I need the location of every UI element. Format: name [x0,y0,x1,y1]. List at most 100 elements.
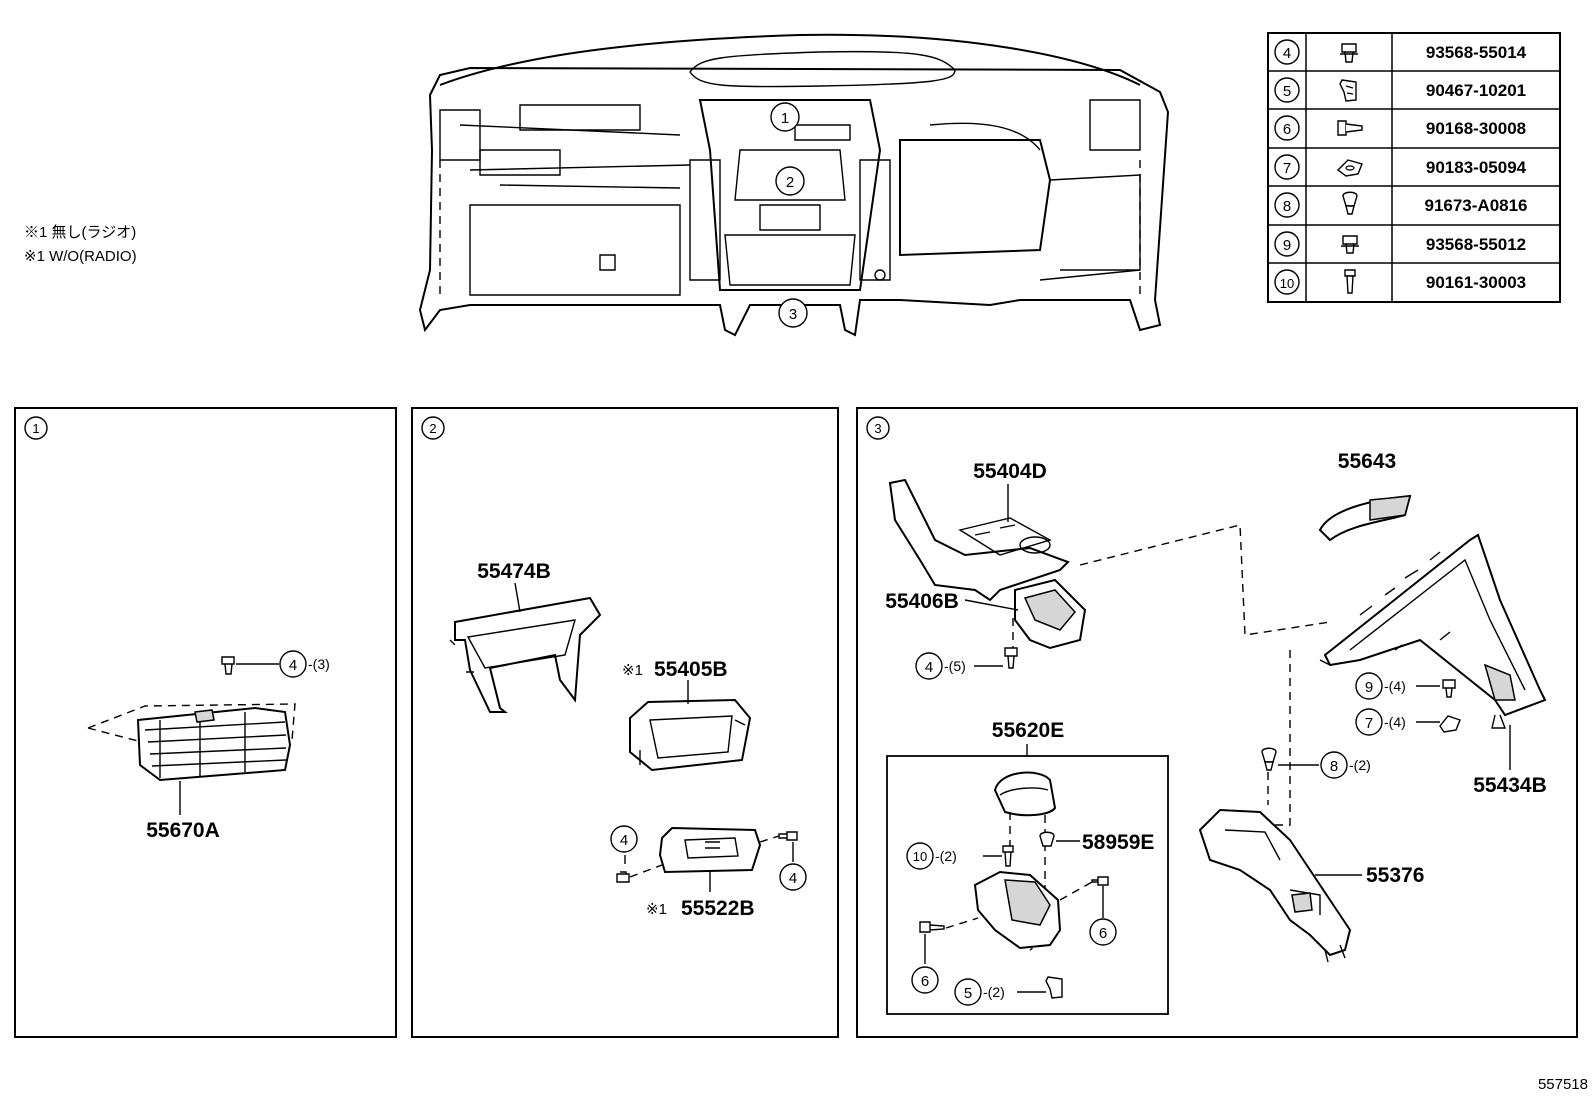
part-label-55406B: 55406B [885,590,959,613]
svg-text:9: 9 [1283,237,1291,254]
note-en: ※1 W/O(RADIO) [24,248,137,265]
svg-text:2: 2 [429,421,436,436]
svg-text:3: 3 [874,421,881,436]
callout-4: 4 [915,652,943,680]
svg-text:6: 6 [1099,925,1107,942]
screw-icon [1091,876,1109,886]
table-row: 7 90183-05094 [1274,154,1527,180]
svg-text:1: 1 [32,421,39,436]
svg-text:93568-55012: 93568-55012 [1426,235,1526,254]
qty-label: -(2) [935,848,957,864]
illustration-id: 557518 [1538,1076,1588,1093]
svg-text:6: 6 [921,973,929,990]
svg-text:7: 7 [1283,160,1291,177]
console-bracket-part [1319,533,1547,729]
svg-text:8: 8 [1283,198,1291,215]
qty-label: -(4) [1384,678,1406,694]
qty-label: -(5) [944,658,966,674]
svg-text:90168-30008: 90168-30008 [1426,119,1526,138]
qty-label: -(4) [1384,714,1406,730]
svg-text:5: 5 [964,985,972,1002]
nut-icon [1336,159,1363,177]
part-label-55376: 55376 [1366,864,1424,887]
svg-text:93568-55014: 93568-55014 [1426,43,1527,62]
lower-bracket-part [1198,808,1352,963]
shift-lever-cover-part [973,870,1062,950]
callout-4: 4 [779,863,807,891]
bolt-icon [221,656,235,675]
part-label-55643: 55643 [1338,450,1396,473]
note-jp: ※1 無し(ラジオ) [24,224,136,241]
svg-text:10: 10 [1280,276,1294,291]
display-panel-part [629,698,752,772]
qty-label: -(2) [1349,757,1371,773]
panel-2: 2 55474B ※1 55405B ※1 55522B [411,407,839,1038]
svg-text:5: 5 [1283,83,1291,100]
console-cap-part [1318,494,1412,542]
screw-icon [1337,120,1363,136]
overview-callout-3: 3 [778,298,808,328]
qty-label: -(2) [983,984,1005,1000]
table-row: 9 93568-55012 [1274,231,1526,257]
svg-text:4: 4 [1283,45,1291,62]
dashboard-overview [418,33,1170,337]
vent-register-part [87,703,296,782]
grommet-icon [1342,191,1358,215]
ref-mark-2: ※1 [646,901,667,918]
panel-3: 3 55404D 55406B 4 -(5) [856,407,1578,1038]
svg-text:90183-05094: 90183-05094 [1426,158,1527,177]
ref-mark-1: ※1 [622,662,643,679]
callout-6: 6 [1089,918,1117,946]
bolt-icon [1340,43,1358,63]
svg-text:7: 7 [1365,715,1373,732]
callout-6: 6 [911,966,939,994]
callout-7: 7 [1355,708,1383,736]
part-label-55670A: 55670A [146,819,220,842]
shift-bezel-part [888,478,1070,602]
fastener-table [1267,32,1561,303]
callout-10: 10 [906,842,934,870]
part-label-55405B: 55405B [654,658,728,681]
part-label-55620E: 55620E [992,719,1064,742]
overview-callout-1: 1 [770,102,800,132]
svg-text:1: 1 [781,110,789,127]
bolt-icon [1004,647,1018,669]
switch-panel-part [658,826,762,874]
callout-4: 4 [610,825,638,853]
grommet-icon [1261,747,1277,771]
part-label-58959E: 58959E [1082,831,1154,854]
svg-text:4: 4 [620,832,628,849]
table-row: 8 91673-A0816 [1274,191,1528,218]
svg-text:90161-30003: 90161-30003 [1426,273,1526,292]
svg-text:6: 6 [1283,121,1291,138]
part-label-55474B: 55474B [477,560,551,583]
bolt-icon [1442,679,1456,698]
console-box-part [1014,578,1087,650]
svg-text:90467-10201: 90467-10201 [1426,81,1526,100]
grommet-icon [1039,831,1055,847]
table-row: 4 93568-55014 [1274,39,1527,65]
svg-text:4: 4 [789,870,797,887]
bolt-icon [616,871,630,883]
part-label-55404D: 55404D [973,460,1047,483]
clip-icon [1339,79,1357,102]
table-row: 5 90467-10201 [1274,77,1526,103]
center-bezel-part [449,596,602,713]
callout-4: 4 [279,650,307,678]
panel-1: 1 55670A 4 -(3) [14,407,397,1038]
svg-text:8: 8 [1330,758,1338,775]
svg-text:9: 9 [1365,679,1373,696]
table-row: 6 90168-30008 [1274,115,1526,141]
table-row: 10 90161-30003 [1274,269,1526,295]
overview-callout-2: 2 [775,166,805,196]
svg-text:10: 10 [913,849,927,864]
svg-text:3: 3 [789,306,797,323]
screw-icon [919,921,945,933]
svg-text:2: 2 [786,174,794,191]
bolt-icon [1341,235,1359,254]
screw-icon [1002,845,1014,867]
callout-8: 8 [1320,751,1348,779]
bolt-icon [778,831,798,841]
svg-text:91673-A0816: 91673-A0816 [1424,196,1527,215]
qty-label: -(3) [308,656,330,672]
